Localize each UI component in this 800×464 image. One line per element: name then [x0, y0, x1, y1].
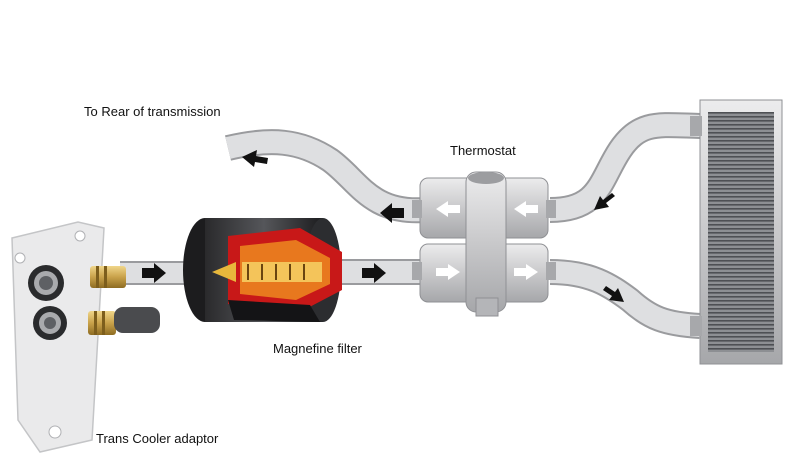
flow-arrow-6: [603, 286, 624, 302]
hose-thermostat-to-cooler: [549, 259, 701, 339]
hose-return-to-transmission: [224, 129, 426, 224]
flow-arrow-5: [594, 193, 615, 210]
label-to-rear-of-transmission: To Rear of transmission: [84, 104, 221, 119]
thermostat-arrow-left-2: [514, 201, 538, 217]
thermostat-arrow-right-2: [514, 264, 538, 280]
magnefine-filter: [183, 218, 342, 322]
label-magnefine-filter: Magnefine filter: [273, 341, 362, 356]
filter-cutaway: [212, 228, 342, 312]
flow-arrow-4: [242, 150, 268, 167]
adaptor-port-lower: [33, 306, 67, 340]
brass-fitting-lower: [88, 311, 116, 335]
oil-cooler: [690, 99, 783, 365]
flow-arrow-1: [142, 263, 166, 283]
label-trans-cooler-adaptor: Trans Cooler adaptor: [96, 431, 219, 446]
plug-cap: [114, 307, 160, 333]
thermostat-arrow-right-1: [436, 264, 460, 280]
thermostat-arrow-left-1: [436, 201, 460, 217]
brass-fitting-upper: [90, 266, 126, 288]
trans-cooler-adaptor: [11, 221, 160, 453]
label-thermostat: Thermostat: [450, 143, 516, 158]
flow-arrow-2: [362, 263, 386, 283]
adaptor-port-upper: [28, 265, 64, 301]
thermostat: [412, 171, 556, 317]
flow-arrow-3: [380, 203, 404, 223]
hose-cooler-to-thermostat: [549, 112, 701, 223]
flow-arrows: [142, 150, 624, 302]
